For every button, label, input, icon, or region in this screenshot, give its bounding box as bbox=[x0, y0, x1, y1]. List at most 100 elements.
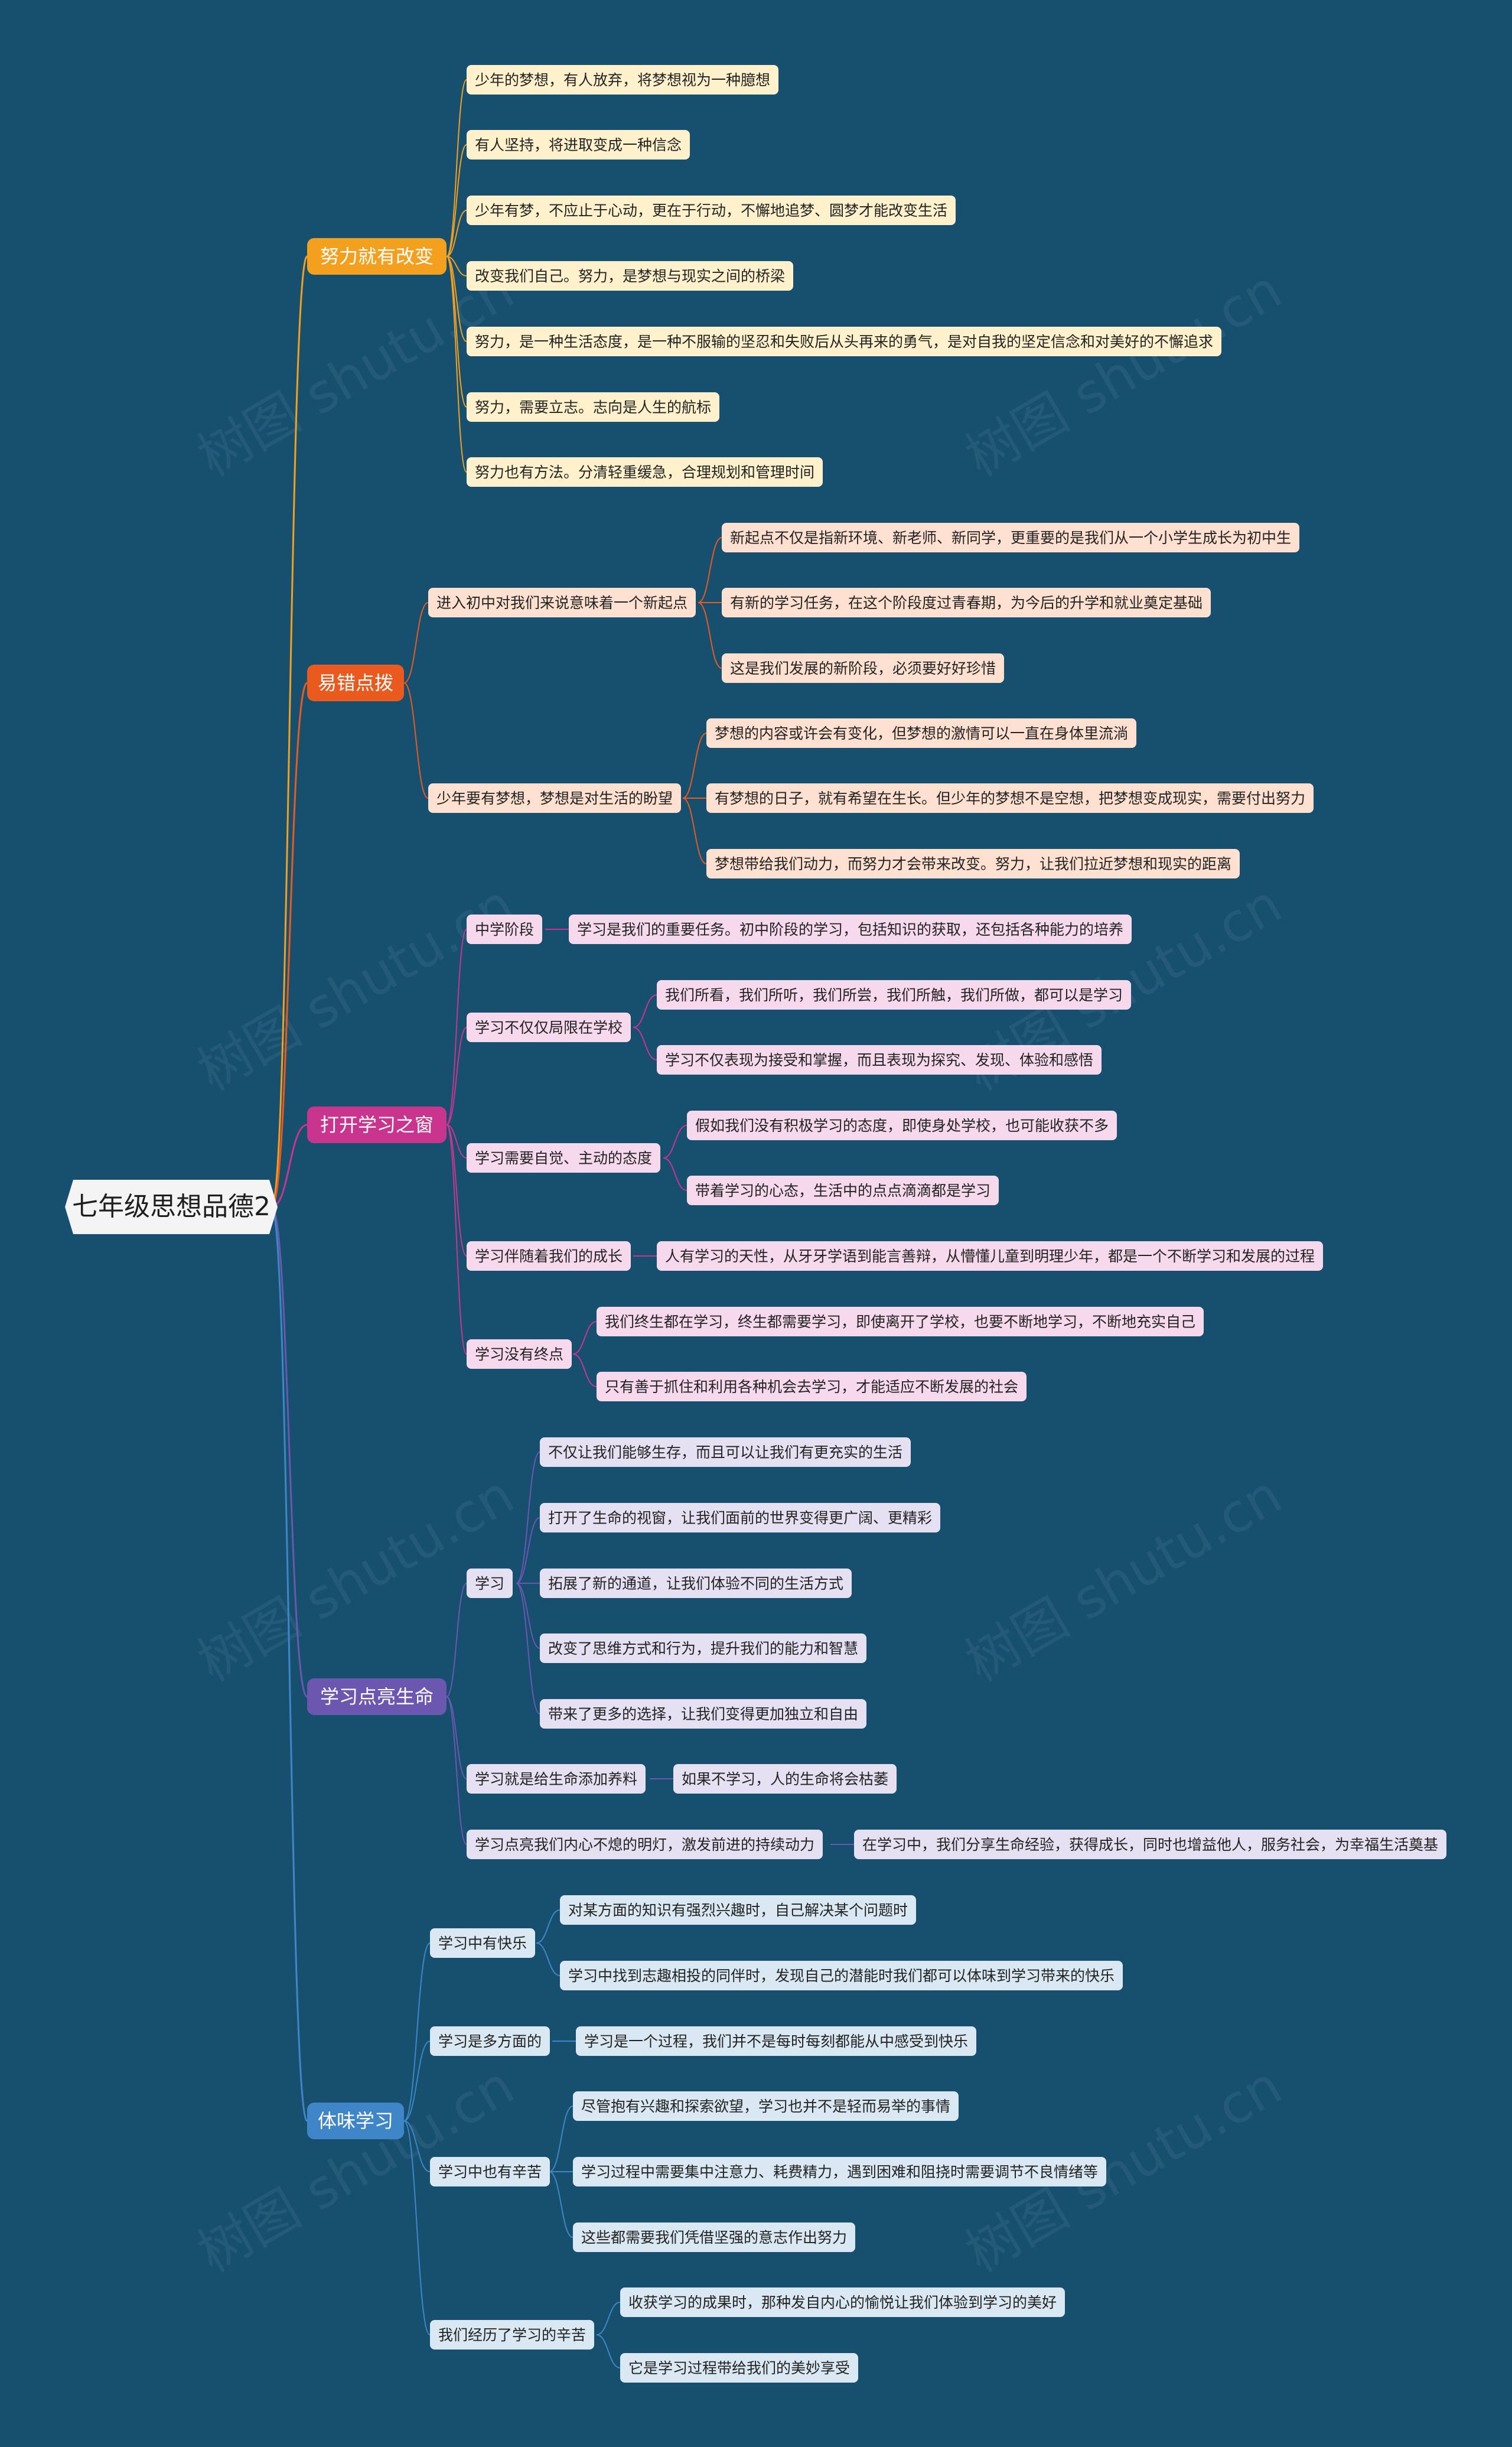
leaf-topic[interactable]: 在学习中，我们分享生命经验，获得成长，同时也增益他人，服务社会，为幸福生活奠基 bbox=[854, 1830, 1447, 1859]
leaf-topic[interactable]: 我们所看，我们所听，我们所尝，我们所触，我们所做，都可以是学习 bbox=[657, 980, 1132, 1010]
root-topic[interactable]: 七年级思想品德2 bbox=[65, 1180, 278, 1234]
connector-line bbox=[536, 1909, 561, 1944]
connector-line bbox=[446, 1124, 467, 1355]
branch-topic[interactable]: 体味学习 bbox=[307, 2103, 404, 2139]
connector-line bbox=[403, 2120, 431, 2335]
connector-line bbox=[446, 1027, 467, 1125]
leaf-topic[interactable]: 努力也有方法。分清轻重缓急，合理规划和管理时间 bbox=[467, 457, 823, 487]
connector-line bbox=[446, 144, 467, 257]
connector-line bbox=[516, 1583, 540, 1649]
connector-line bbox=[536, 1942, 561, 1976]
leaf-topic[interactable]: 梦想带给我们动力，而努力才会带来改变。努力，让我们拉近梦想和现实的距离 bbox=[706, 849, 1240, 878]
subtopic[interactable]: 学习 bbox=[467, 1569, 513, 1598]
subtopic[interactable]: 学习点亮我们内心不熄的明灯，激发前进的持续动力 bbox=[467, 1830, 823, 1859]
leaf-topic[interactable]: 改变了思维方式和行为，提升我们的能力和智慧 bbox=[540, 1633, 867, 1663]
connector-line bbox=[403, 682, 429, 799]
connector-line bbox=[271, 1206, 308, 1698]
leaf-topic[interactable]: 对某方面的知识有强烈兴趣时，自己解决某个问题时 bbox=[560, 1895, 917, 1925]
leaf-topic[interactable]: 改变我们自己。努力，是梦想与现实之间的桥梁 bbox=[467, 261, 794, 291]
connector-line bbox=[446, 1124, 467, 1159]
connector-line bbox=[446, 256, 467, 342]
leaf-topic[interactable]: 学习不仅表现为接受和掌握，而且表现为探究、发现、体验和感悟 bbox=[657, 1045, 1102, 1075]
leaf-topic[interactable]: 学习中找到志趣相投的同伴时，发现自己的潜能时我们都可以体味到学习带来的快乐 bbox=[560, 1961, 1123, 1990]
subtopic[interactable]: 学习中也有辛苦 bbox=[430, 2157, 550, 2186]
leaf-topic[interactable]: 少年的梦想，有人放弃，将梦想视为一种臆想 bbox=[467, 65, 779, 95]
leaf-topic[interactable]: 少年有梦，不应止于心动，更在于行动，不懈地追梦、圆梦才能改变生活 bbox=[467, 196, 956, 225]
branch-topic[interactable]: 努力就有改变 bbox=[307, 238, 447, 275]
leaf-topic[interactable]: 有新的学习任务，在这个阶段度过青春期，为今后的升学和就业奠定基础 bbox=[722, 588, 1211, 617]
subtopic[interactable]: 学习伴随着我们的成长 bbox=[467, 1241, 631, 1271]
leaf-topic[interactable]: 只有善于抓住和利用各种机会去学习，才能适应不断发展的社会 bbox=[597, 1372, 1027, 1401]
connector-line bbox=[596, 2302, 621, 2335]
leaf-topic[interactable]: 假如我们没有积极学习的态度，即使身处学校，也可能收获不多 bbox=[687, 1111, 1117, 1140]
connector-line bbox=[516, 1517, 540, 1584]
leaf-topic[interactable]: 我们终生都在学习，终生都需要学习，即使离开了学校，也要不断地学习，不断地充实自己 bbox=[597, 1307, 1204, 1336]
connector-line bbox=[633, 994, 657, 1028]
subtopic[interactable]: 学习就是给生命添加养料 bbox=[467, 1764, 646, 1794]
connector-line bbox=[446, 1124, 467, 1257]
subtopic[interactable]: 学习需要自觉、主动的态度 bbox=[467, 1143, 661, 1173]
connector-line bbox=[446, 210, 467, 257]
subtopic[interactable]: 学习没有终点 bbox=[467, 1339, 572, 1369]
connector-line bbox=[446, 256, 467, 408]
connector-line bbox=[271, 255, 308, 1208]
leaf-topic[interactable]: 有人坚持，将进取变成一种信念 bbox=[467, 130, 690, 160]
subtopic[interactable]: 学习不仅仅局限在学校 bbox=[467, 1013, 631, 1042]
connector-line bbox=[516, 1452, 540, 1584]
branch-topic[interactable]: 易错点拨 bbox=[307, 665, 404, 701]
connector-line bbox=[572, 1321, 597, 1355]
subtopic[interactable]: 我们经历了学习的辛苦 bbox=[430, 2320, 595, 2350]
connector-line bbox=[549, 2106, 573, 2172]
subtopic[interactable]: 学习是多方面的 bbox=[430, 2026, 550, 2056]
connector-line bbox=[549, 2171, 573, 2238]
connector-line bbox=[682, 733, 707, 799]
branch-topic[interactable]: 打开学习之窗 bbox=[307, 1107, 447, 1143]
connector-line bbox=[446, 1583, 467, 1697]
connector-line bbox=[663, 1125, 687, 1159]
leaf-topic[interactable]: 学习是我们的重要任务。初中阶段的学习，包括知识的获取，还包括各种能力的培养 bbox=[569, 915, 1132, 944]
subtopic[interactable]: 中学阶段 bbox=[467, 915, 543, 944]
leaf-topic[interactable]: 新起点不仅是指新环境、新老师、新同学，更重要的是我们从一个小学生成长为初中生 bbox=[722, 523, 1300, 552]
connector-line bbox=[663, 1157, 687, 1191]
connector-line bbox=[446, 256, 467, 276]
connector-line bbox=[403, 1942, 431, 2121]
leaf-topic[interactable]: 这是我们发展的新阶段，必须要好好珍惜 bbox=[722, 653, 1005, 683]
subtopic[interactable]: 少年要有梦想，梦想是对生活的盼望 bbox=[428, 783, 682, 813]
connector-line bbox=[271, 1124, 308, 1208]
connector-line bbox=[596, 2334, 621, 2368]
leaf-topic[interactable]: 学习过程中需要集中注意力、耗费精力，遇到困难和阻挠时需要调节不良情绪等 bbox=[573, 2157, 1107, 2186]
branch-topic[interactable]: 学习点亮生命 bbox=[307, 1678, 447, 1715]
leaf-topic[interactable]: 它是学习过程带给我们的美妙享受 bbox=[620, 2353, 859, 2383]
connector-line bbox=[698, 537, 722, 603]
connector-line bbox=[446, 256, 467, 473]
leaf-topic[interactable]: 学习是一个过程，我们并不是每时每刻都能从中感受到快乐 bbox=[576, 2026, 977, 2056]
connector-line bbox=[271, 1206, 308, 2122]
leaf-topic[interactable]: 努力，需要立志。志向是人生的航标 bbox=[467, 392, 720, 422]
leaf-topic[interactable]: 拓展了新的通道，让我们体验不同的生活方式 bbox=[540, 1569, 852, 1598]
leaf-topic[interactable]: 收获学习的成果时，那种发自内心的愉悦让我们体验到学习的美好 bbox=[620, 2287, 1065, 2317]
leaf-topic[interactable]: 这些都需要我们凭借坚强的意志作出努力 bbox=[573, 2223, 856, 2252]
connector-line bbox=[446, 1696, 467, 1779]
leaf-topic[interactable]: 带来了更多的选择，让我们变得更加独立和自由 bbox=[540, 1699, 867, 1729]
connector-line bbox=[698, 602, 722, 669]
leaf-topic[interactable]: 如果不学习，人的生命将会枯萎 bbox=[673, 1764, 897, 1794]
leaf-topic[interactable]: 努力，是一种生活态度，是一种不服输的坚忍和失败后从头再来的勇气，是对自我的坚定信… bbox=[467, 327, 1222, 356]
leaf-topic[interactable]: 人有学习的天性，从牙牙学语到能言善辩，从懵懂儿童到明理少年，都是一个不断学习和发… bbox=[657, 1241, 1324, 1271]
connector-line bbox=[403, 2041, 431, 2121]
connector-line bbox=[682, 798, 707, 864]
leaf-topic[interactable]: 有梦想的日子，就有希望在生长。但少年的梦想不是空想，把梦想变成现实，需要付出努力 bbox=[706, 783, 1314, 813]
subtopic[interactable]: 进入初中对我们来说意味着一个新起点 bbox=[428, 588, 696, 617]
leaf-topic[interactable]: 打开了生命的视窗，让我们面前的世界变得更广阔、更精彩 bbox=[540, 1503, 941, 1532]
leaf-topic[interactable]: 尽管抱有兴趣和探索欲望，学习也并不是轻而易举的事情 bbox=[573, 2091, 959, 2121]
connector-line bbox=[446, 79, 467, 257]
connector-line bbox=[403, 602, 429, 684]
connector-line bbox=[572, 1353, 597, 1387]
connector-line bbox=[516, 1583, 540, 1714]
leaf-topic[interactable]: 带着学习的心态，生活中的点点滴滴都是学习 bbox=[687, 1176, 999, 1205]
leaf-topic[interactable]: 梦想的内容或许会有变化，但梦想的激情可以一直在身体里流淌 bbox=[706, 718, 1137, 748]
connector-line bbox=[403, 2120, 431, 2172]
connector-line bbox=[446, 929, 467, 1125]
subtopic[interactable]: 学习中有快乐 bbox=[430, 1928, 536, 1958]
leaf-topic[interactable]: 不仅让我们能够生存，而且可以让我们有更充实的生活 bbox=[540, 1437, 911, 1467]
